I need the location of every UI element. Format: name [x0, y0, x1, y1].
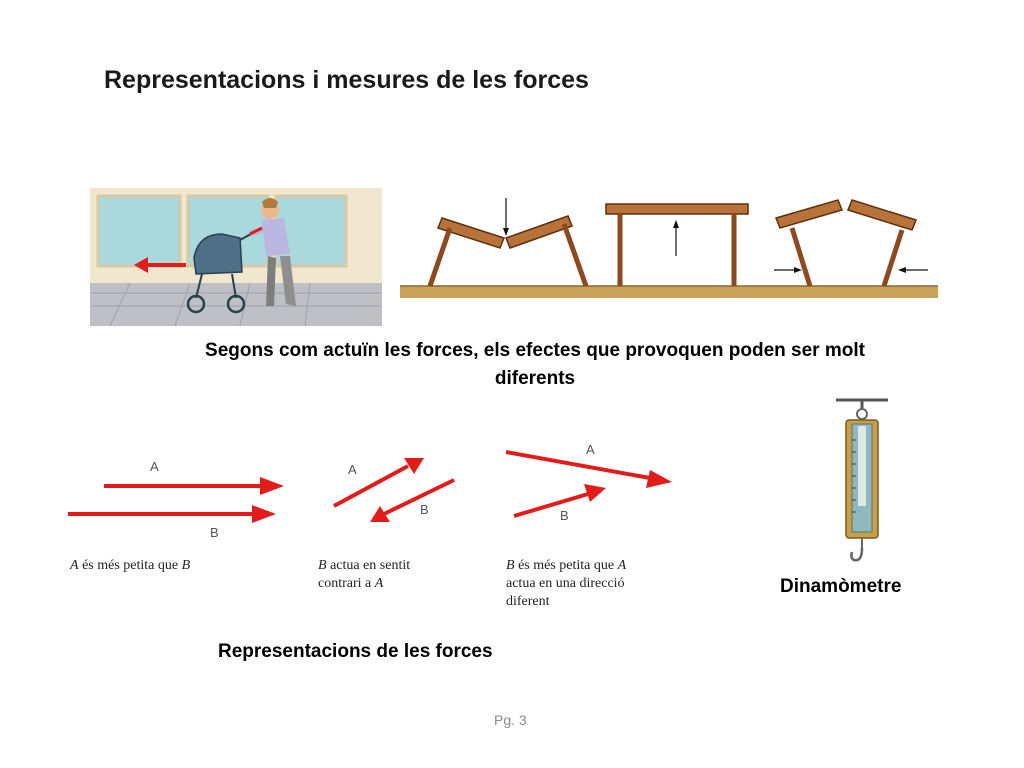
arrow-a-head	[404, 458, 424, 474]
force-diagram-2: A B	[333, 458, 455, 522]
force-diagram-1: A B	[68, 459, 284, 540]
slide-title: Representacions i mesures de les forces	[104, 66, 589, 94]
stroller-illustration	[90, 188, 382, 326]
caption-text: actua en una direcció	[506, 576, 625, 591]
caption-var-a: A	[374, 576, 384, 591]
arrow-b-head	[370, 506, 390, 522]
effects-caption-line1: Segons com actuïn les forces, els efecte…	[205, 340, 865, 361]
caption-var-a: A	[70, 558, 79, 573]
dynamometer-label: Dinamòmetre	[780, 576, 902, 597]
arrow-a-head	[260, 477, 284, 495]
caption-var-a: A	[617, 558, 627, 573]
caption-var-b: B	[181, 558, 191, 573]
dynamometer-icon	[836, 398, 888, 562]
caption-var-b: B	[506, 558, 515, 573]
effects-caption: Segons com actuïn les forces, els efecte…	[70, 337, 1000, 393]
arrow-b	[383, 478, 455, 516]
caption-text: és més petita que	[78, 558, 182, 573]
effects-caption-line2: diferents	[494, 368, 576, 389]
caption-var-b: B	[318, 558, 327, 573]
label-a: A	[150, 459, 159, 474]
caption-text: és més petita que	[514, 558, 618, 573]
arrow-b-head	[584, 484, 606, 502]
arrow-a	[505, 450, 651, 480]
diagram-1-caption: A és més petita que B	[70, 557, 190, 575]
representations-label: Representacions de les forces	[218, 641, 493, 662]
label-b: B	[560, 508, 569, 523]
label-b: B	[420, 502, 429, 517]
diagram-3-caption: B és més petita que A actua en una direc…	[506, 557, 626, 611]
tables-illustration	[400, 198, 938, 298]
force-diagram-3: A B	[505, 442, 672, 523]
arrow-a-head	[646, 470, 672, 488]
diagram-2-caption: B actua en sentit contrari a A	[318, 557, 410, 593]
label-b: B	[210, 525, 219, 540]
label-a: A	[348, 462, 357, 477]
label-a: A	[586, 442, 595, 457]
arrow-a	[333, 464, 409, 508]
caption-text: actua en sentit	[326, 558, 411, 573]
arrow-b-head	[252, 505, 276, 523]
page-number: Pg. 3	[494, 712, 527, 728]
caption-text: contrari a	[318, 576, 375, 591]
caption-text: diferent	[506, 594, 550, 609]
arrow-b	[513, 492, 589, 518]
